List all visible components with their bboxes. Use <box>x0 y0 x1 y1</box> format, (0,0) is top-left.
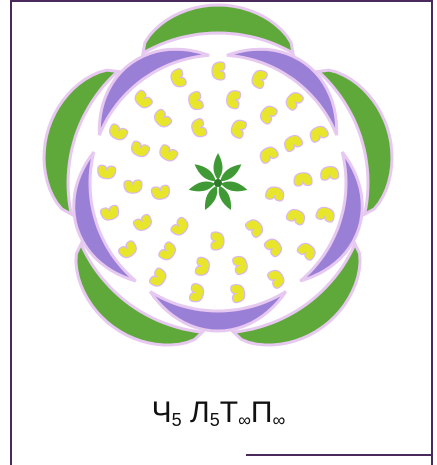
stamen-38 <box>151 185 171 201</box>
stamen-shape <box>157 143 179 163</box>
stamen-shape <box>244 217 266 239</box>
stamen-shape <box>250 68 269 89</box>
stamen-shape <box>230 283 246 303</box>
stamen-22 <box>285 207 307 226</box>
stamen-26 <box>157 241 178 263</box>
stamen-12 <box>117 239 139 260</box>
stamen-shape <box>257 103 278 125</box>
stamen-shape <box>189 283 205 303</box>
stamen-shape <box>232 255 249 276</box>
stamen-shape <box>195 257 211 277</box>
stamen-shape <box>151 108 173 130</box>
stamen-14 <box>97 165 116 180</box>
stamen-shape <box>285 207 307 226</box>
stamen-30 <box>151 108 173 130</box>
stamen-13 <box>100 205 121 222</box>
pistil-leaflet-1 <box>214 153 223 180</box>
stamen-shape <box>129 140 151 159</box>
stamen-shape <box>151 185 171 201</box>
stamen-shape <box>257 144 279 164</box>
stamen-4 <box>308 124 330 144</box>
stamen-3 <box>283 90 305 112</box>
stamen-11 <box>148 267 169 289</box>
stamen-shape <box>283 90 305 112</box>
stamen-17 <box>169 68 188 89</box>
leaflet-shape <box>214 153 223 180</box>
stamen-23 <box>263 236 285 258</box>
stamen-28 <box>124 180 143 194</box>
stamen-shape <box>211 232 224 250</box>
stamen-35 <box>244 217 266 239</box>
stamen-shape <box>265 186 285 202</box>
stamen-5 <box>320 166 339 181</box>
stamen-19 <box>257 103 278 125</box>
stamen-shape <box>225 89 241 109</box>
stamen-25 <box>195 257 211 277</box>
stamen-6 <box>315 205 336 222</box>
stamen-37 <box>170 216 192 238</box>
formula-androecium: Т∞ <box>220 396 251 429</box>
stamen-shape <box>263 236 285 258</box>
stamen-1 <box>212 62 225 80</box>
stamen-15 <box>107 123 129 143</box>
stamen-36 <box>211 232 224 250</box>
stamen-9 <box>230 283 246 303</box>
stamen-shape <box>170 216 192 238</box>
formula-corolla: Л5 <box>190 396 220 429</box>
stamen-8 <box>266 267 287 289</box>
formula-gynoecium: П∞ <box>251 396 285 429</box>
stamen-33 <box>257 144 279 164</box>
stamen-shape <box>132 213 154 233</box>
flower-formula: Ч5 Л5Т∞П∞ <box>0 396 437 431</box>
stamen-10 <box>189 283 205 303</box>
stamen-shape <box>212 62 225 80</box>
stamen-shape <box>157 241 178 263</box>
stamen-21 <box>294 172 313 186</box>
stamen-39 <box>157 143 179 163</box>
stamen-32 <box>229 118 247 139</box>
formula-calyx: Ч5 <box>152 396 182 429</box>
stamen-shape <box>266 267 287 289</box>
stamen-shape <box>320 166 339 181</box>
stamen-shape <box>148 267 169 289</box>
stamen-shape <box>315 205 336 222</box>
petals-group <box>74 49 363 331</box>
stamen-shape <box>189 118 207 139</box>
stamen-27 <box>132 213 154 233</box>
stamen-40 <box>189 118 207 139</box>
stamen-shape <box>187 91 204 112</box>
sepal-1 <box>143 5 293 53</box>
stamen-shape <box>282 133 304 153</box>
stamen-shape <box>107 123 129 143</box>
stamen-20 <box>282 133 304 153</box>
stamen-shape <box>124 180 143 194</box>
stamen-24 <box>232 255 249 276</box>
pistil-group <box>188 153 248 212</box>
stamen-16 <box>132 89 154 111</box>
stamen-shape <box>100 205 121 222</box>
pistil-center <box>214 179 222 187</box>
stamen-31 <box>187 91 204 112</box>
frame-border-bottom <box>246 454 431 456</box>
stamen-34 <box>265 186 285 202</box>
stamen-shape <box>169 68 188 89</box>
stamen-shape <box>308 124 330 144</box>
stamen-18 <box>225 89 241 109</box>
stamen-shape <box>117 239 139 260</box>
stamen-2 <box>250 68 269 89</box>
floral-diagram <box>0 0 437 390</box>
stamen-shape <box>296 240 318 261</box>
stamen-shape <box>294 172 313 186</box>
stamen-29 <box>129 140 151 159</box>
stamen-7 <box>296 240 318 261</box>
stamen-shape <box>229 118 247 139</box>
stamen-shape <box>132 89 154 111</box>
stamen-shape <box>97 165 116 180</box>
